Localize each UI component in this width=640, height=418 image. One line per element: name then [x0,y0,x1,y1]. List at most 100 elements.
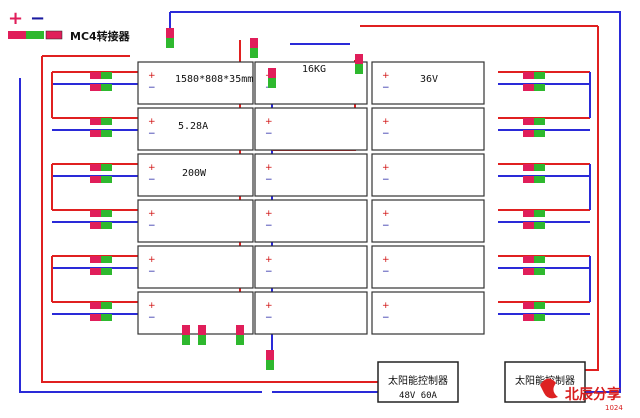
solar-panel: +− [137,245,254,289]
panel-frame [137,153,254,197]
panel-frame [254,199,368,243]
panel-plus-terminal: + [265,163,273,173]
mc4-plus-half [90,164,101,171]
panel-minus-terminal: − [265,267,273,277]
mc4-left-positive [90,210,112,217]
mc4-minus-half [534,256,545,263]
panel-plus-terminal: + [382,117,390,127]
panel-frame [137,245,254,289]
mc4-left-negative [90,268,112,275]
mc4-left-positive [90,72,112,79]
mc4-connectors [90,28,545,370]
mc4-left-positive [90,164,112,171]
mc4-plus-half [523,268,534,275]
mc4-minus-half [534,72,545,79]
mc4-minus-half [534,164,545,171]
mc4-right-positive [523,302,545,309]
panel-frame [371,245,485,289]
mc4-bottom-c [236,325,244,345]
panel-minus-terminal: − [382,175,390,185]
mc4-bottom-a [182,325,190,345]
mc4-plus-half [523,222,534,229]
solar-panel: +− [371,245,485,289]
solar-panel: +− [254,199,368,243]
mc4-minus-half [101,130,112,137]
panel-plus-terminal: + [382,255,390,265]
legend: + − MC4转接器 [8,8,131,43]
panel-minus-terminal: − [382,83,390,93]
solar-panel: +− [371,107,485,151]
mc4-plus-half [236,325,244,335]
mc4-plus-half [90,118,101,125]
mc4-minus-half [236,335,244,345]
solar-panel: +− [371,291,485,335]
panel-minus-terminal: − [382,313,390,323]
mc4-right-negative [523,314,545,321]
panel-plus-terminal: + [265,301,273,311]
mc4-minus-half [101,118,112,125]
panel-plus-terminal: + [265,117,273,127]
mc4-plus-half [523,84,534,91]
mc4-plus-half [198,325,206,335]
mc4-right-negative [523,84,545,91]
mc4-plus-half [250,38,258,48]
mc4-bottom-b [198,325,206,345]
legend-plus: + [8,8,23,29]
mc4-minus-half [101,164,112,171]
panel-minus-terminal: − [148,175,156,185]
legend-connector-label: MC4转接器 [70,29,131,43]
panel-frame [254,153,368,197]
mc4-plus-half [90,210,101,217]
mc4-minus-half [101,314,112,321]
panel-minus-terminal: − [265,129,273,139]
mc4-plus-half [523,302,534,309]
mc4-minus-half [534,130,545,137]
mc4-bottom-d [266,350,274,370]
legend-minus-connector [26,31,44,39]
mc4-minus-half [534,222,545,229]
panel-frame [371,291,485,335]
solar-panel: +− [254,245,368,289]
mc4-top-left [166,28,174,48]
mc4-minus-half [268,78,276,88]
mc4-right-negative [523,222,545,229]
watermark-brand: 北辰分享 [565,386,621,403]
panel-plus-terminal: + [382,301,390,311]
spec-current: 5.28A [178,121,208,132]
mc4-plus-half [90,176,101,183]
mc4-top-right [355,54,363,74]
mc4-right-positive [523,72,545,79]
panel-frame [371,61,485,105]
spec-power: 200W [182,168,207,179]
solar-panel: +− [371,199,485,243]
panel-plus-terminal: + [148,163,156,173]
mc4-minus-half [101,268,112,275]
mc4-plus-half [355,54,363,64]
panel-minus-terminal: − [265,313,273,323]
mc4-minus-half [534,314,545,321]
mc4-left-positive [90,256,112,263]
panel-minus-terminal: − [382,267,390,277]
mc4-right-negative [523,268,545,275]
panel-minus-terminal: − [148,313,156,323]
mc4-plus-half [523,164,534,171]
mc4-plus-half [90,256,101,263]
panel-plus-terminal: + [148,255,156,265]
mc4-left-negative [90,130,112,137]
panel-frame [137,61,254,105]
solar-panel: +− [137,107,254,151]
positive-right-wire [585,26,599,371]
mc4-left-negative [90,222,112,229]
panel-minus-terminal: − [148,129,156,139]
mc4-minus-half [101,72,112,79]
negative-main-wire [19,222,262,393]
legend-plus-connector [8,31,26,39]
panel-frame [371,107,485,151]
mc4-plus-half [90,314,101,321]
mc4-minus-half [534,268,545,275]
spec-voltage: 36V [420,74,438,85]
mc4-plus-half [90,84,101,91]
mc4-middle-upper [268,68,276,88]
controller-1: 太阳能控制器 48V 60A [377,361,459,403]
